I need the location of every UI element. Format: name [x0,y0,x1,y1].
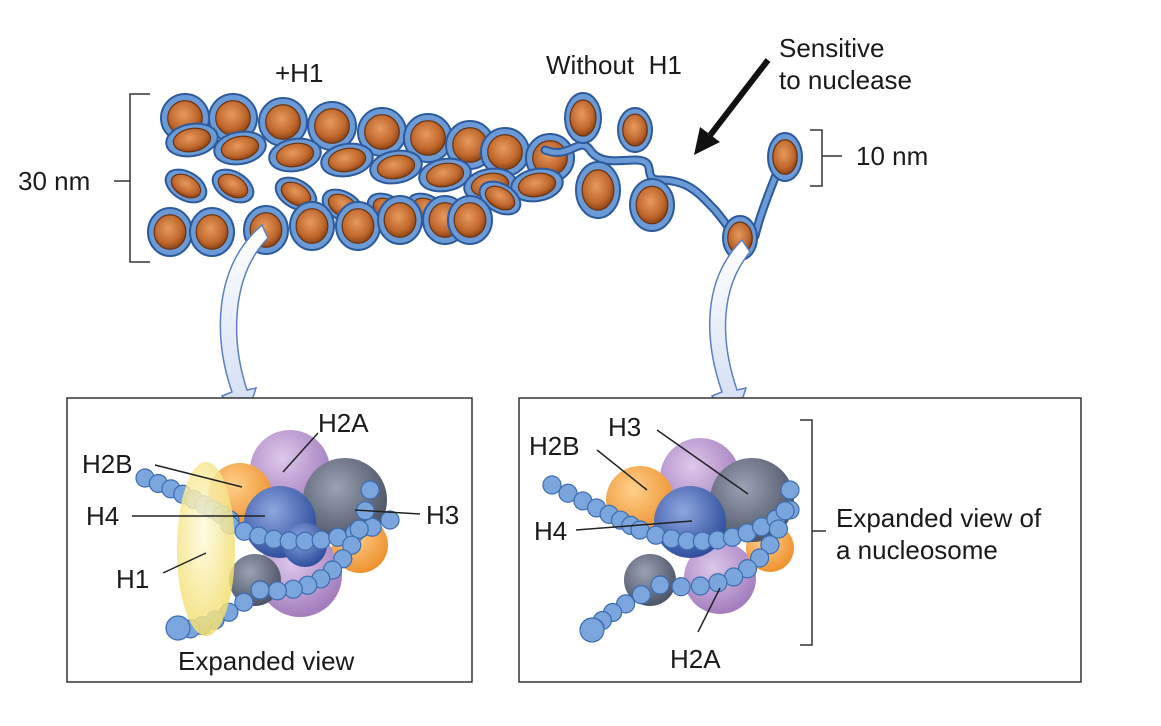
right-h3-label: H3 [608,412,642,442]
dna-segment [631,585,652,605]
nucleosome-bead [165,122,219,158]
left-h3-label: H3 [426,500,460,530]
nucleosome-bead [268,137,322,173]
right-caption-line1: Expanded view of [836,503,1042,533]
nucleosome-bead [510,167,564,203]
dna-segment [760,535,780,555]
right-h4-label: H4 [534,516,568,546]
beads-on-string [564,92,803,261]
dna-segment [671,577,691,597]
dna-segment [295,531,315,551]
thirty-nm-label: 30 nm [18,166,91,196]
nucleosome-bead [357,107,407,157]
dna-segment [542,475,562,495]
dna-segment [646,525,666,545]
nucleosome-bead [208,93,258,143]
dna-segment [558,483,578,503]
left-h4-label: H4 [86,501,120,531]
sensitive-label-line2: to nuclease [779,65,912,95]
nucleosome-bracket [800,419,826,646]
expand-arrow-left [219,223,269,427]
thirty-nm-fiber [147,93,575,257]
nucleosome-bead [617,107,653,153]
left-h2b-label: H2B [82,449,133,479]
dna-segment [579,617,605,643]
sensitive-label-line1: Sensitive [779,33,885,63]
nucleosome-bead [213,130,267,166]
right-panel-frame [518,397,1082,683]
dna-segment [708,573,728,593]
dna-segment [768,519,789,539]
dna-segment [380,510,400,530]
nucleosome-bead [258,97,308,147]
ten-nm-label: 10 nm [856,141,929,171]
nucleosome-bead [403,113,453,163]
right-h2b-label: H2B [529,431,580,461]
nucleosome-bead [164,168,208,204]
dna-segment [780,480,800,500]
right-caption-line2: a nucleosome [836,535,998,565]
without-h1-label: Without H1 [546,50,682,80]
nucleosome-bead [211,168,255,204]
dna-segment [342,535,362,555]
dna-segment [650,575,670,595]
nucleosome-bead [564,92,602,144]
dna-segment [630,520,650,540]
nuclease-arrow [694,58,771,155]
dna-segment [283,579,303,599]
left-h1-label: H1 [116,564,150,594]
nucleosome-bead [629,178,675,232]
thirty-nm-bracket [114,93,150,263]
left-h2a-label: H2A [318,408,369,438]
dna-segment [775,501,795,521]
ten-nm-bracket [810,129,842,187]
nucleosome-bead [369,149,423,185]
dna-segment [360,480,380,500]
dna-segment [349,519,369,539]
dna-segment [165,615,191,641]
nucleosome-bead [377,195,423,245]
nucleosome-bead [447,195,493,245]
dna-segment [250,580,270,600]
dna-segment [267,581,287,601]
nucleosome-bead [320,142,374,178]
dna-segment [690,576,711,596]
dna-segment [749,548,770,568]
nucleosome-with-h1 [135,430,400,641]
nucleosome-bead [767,132,803,182]
nucleosome-without-h1 [542,438,800,643]
nucleosome-bead [189,207,235,257]
nucleosome-bead [335,201,381,251]
plus-h1-label: +H1 [275,58,324,88]
left-caption: Expanded view [178,646,355,676]
nucleosome-bead [274,176,318,212]
dna-segment [234,592,254,612]
dna-segment [311,530,331,550]
h1-linker-histone [177,462,235,636]
nucleosome-bead [147,207,193,257]
left-leader-lines [132,432,421,574]
right-leader-lines [575,429,749,633]
nucleosome-bead [478,180,522,216]
right-h2a-label: H2A [670,644,721,674]
nucleosome-bead [575,161,621,219]
nucleosome-bead [289,201,335,251]
nucleosome-bead [418,157,472,193]
